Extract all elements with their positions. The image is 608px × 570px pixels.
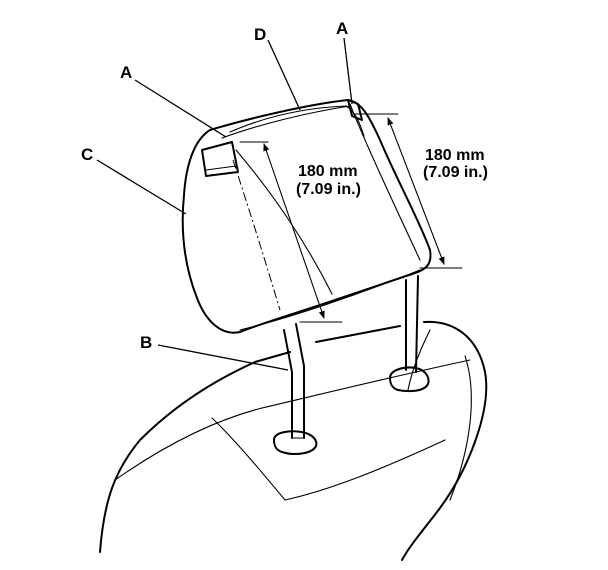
rear-dim-arrow <box>387 117 445 265</box>
seat-back-panel-curve <box>211 417 286 501</box>
seat-back-inner-seam <box>407 329 431 391</box>
headrest <box>181 99 432 334</box>
headrest-top-seam <box>221 105 351 139</box>
headrest-stays <box>283 275 419 439</box>
rear-dimension-metric: 180 mm <box>425 147 485 164</box>
headrest-bottom-seam <box>239 269 421 331</box>
leader-c <box>96 159 187 215</box>
callout-a-left: A <box>120 63 132 82</box>
adhesive-tape-right <box>347 99 363 121</box>
headrest-outline <box>181 99 432 334</box>
escutcheon-left <box>273 430 318 455</box>
leader-d <box>267 39 301 111</box>
seat-back <box>99 320 488 561</box>
callout-leaders <box>96 37 353 371</box>
callout-c: C <box>81 145 93 164</box>
callout-d: D <box>254 25 266 44</box>
adhesive-tape-left-edge <box>205 165 237 171</box>
front-dimension-imperial: (7.09 in.) <box>296 181 361 198</box>
seat-back-outline <box>99 320 488 561</box>
rear-dimension-lines <box>351 113 463 269</box>
leader-b <box>157 344 289 371</box>
rear-dimension-imperial: (7.09 in.) <box>423 164 488 181</box>
callout-a-right: A <box>336 19 348 38</box>
front-dim-arrow <box>263 143 325 319</box>
stay-left <box>283 323 305 439</box>
stay-right <box>405 275 419 373</box>
headrest-top-panel <box>229 105 365 137</box>
adhesive-tape-left <box>201 141 239 177</box>
leader-a-left <box>134 79 227 138</box>
seat-back-lower-line <box>284 439 446 501</box>
front-dimension-metric: 180 mm <box>298 163 358 180</box>
headrest-center-seam <box>232 159 281 311</box>
stay-escutcheons <box>273 366 430 455</box>
seat-back-side-seam <box>449 355 472 501</box>
front-dimension-lines <box>239 141 343 323</box>
callout-b: B <box>140 333 152 352</box>
seat-back-top-seam <box>114 359 471 481</box>
escutcheon-right <box>389 366 430 393</box>
leader-a-right <box>343 37 353 105</box>
